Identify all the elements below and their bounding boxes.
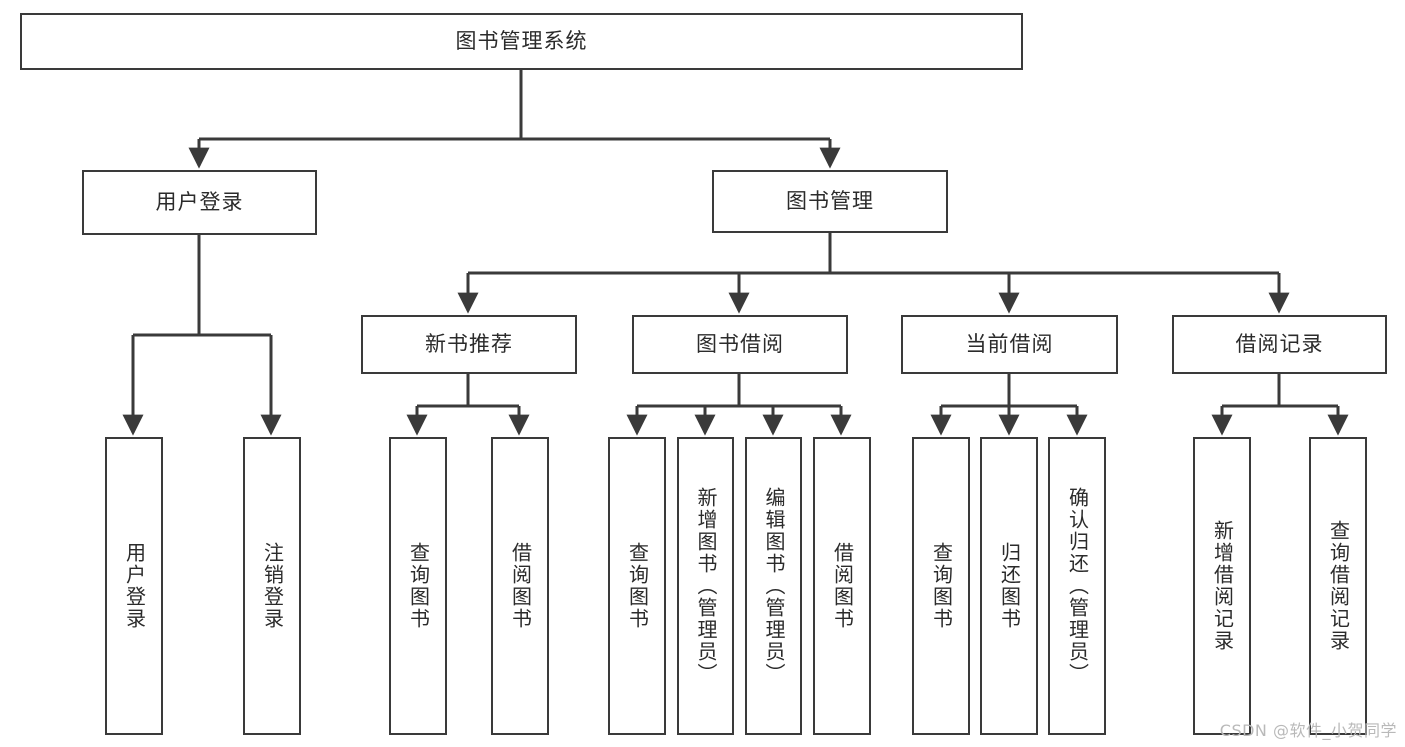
node-label: 图书管理 (786, 189, 874, 214)
node-label: 归还图书 (997, 542, 1022, 630)
leaf-add-book-admin[interactable]: 新增图书（管理员） (677, 437, 734, 735)
node-label: 新增借阅记录 (1210, 520, 1235, 652)
node-current-borrow[interactable]: 当前借阅 (901, 315, 1118, 374)
node-new-book-recommend[interactable]: 新书推荐 (361, 315, 577, 374)
node-label: 查询借阅记录 (1326, 520, 1351, 652)
node-label: 借阅图书 (830, 542, 855, 630)
leaf-return-book[interactable]: 归还图书 (980, 437, 1038, 735)
node-label: 用户登录 (122, 542, 147, 630)
node-label: 编辑图书（管理员） (762, 487, 786, 685)
node-label: 借阅记录 (1235, 332, 1324, 357)
node-label: 用户登录 (155, 190, 244, 215)
node-label: 查询图书 (406, 542, 431, 630)
leaf-add-borrow-record[interactable]: 新增借阅记录 (1193, 437, 1251, 735)
watermark-text: CSDN @软件_小贺同学 (1219, 721, 1397, 740)
leaf-borrow-book[interactable]: 借阅图书 (813, 437, 871, 735)
leaf-edit-book-admin[interactable]: 编辑图书（管理员） (745, 437, 802, 735)
leaf-query-borrow-record[interactable]: 查询借阅记录 (1309, 437, 1367, 735)
node-label: 新书推荐 (425, 332, 513, 357)
node-user-login[interactable]: 用户登录 (82, 170, 317, 235)
leaf-query-book-borrow[interactable]: 查询图书 (608, 437, 666, 735)
node-label: 借阅图书 (508, 542, 533, 630)
node-label: 确认归还（管理员） (1065, 487, 1090, 685)
node-label: 查询图书 (929, 542, 954, 630)
leaf-borrow-book-newbook[interactable]: 借阅图书 (491, 437, 549, 735)
node-label: 当前借阅 (965, 332, 1054, 357)
leaf-confirm-return-admin[interactable]: 确认归还（管理员） (1048, 437, 1106, 735)
node-label: 新增图书（管理员） (694, 487, 718, 685)
node-label: 图书借阅 (696, 332, 784, 357)
node-book-manage[interactable]: 图书管理 (712, 170, 948, 233)
leaf-logout[interactable]: 注销登录 (243, 437, 301, 735)
node-book-borrow[interactable]: 图书借阅 (632, 315, 848, 374)
node-label: 查询图书 (625, 542, 650, 630)
node-label: 图书管理系统 (455, 29, 588, 54)
leaf-query-book-current[interactable]: 查询图书 (912, 437, 970, 735)
leaf-query-book-newbook[interactable]: 查询图书 (389, 437, 447, 735)
node-borrow-record[interactable]: 借阅记录 (1172, 315, 1387, 374)
leaf-user-login[interactable]: 用户登录 (105, 437, 163, 735)
node-root-system[interactable]: 图书管理系统 (20, 13, 1023, 70)
node-label: 注销登录 (260, 542, 285, 630)
